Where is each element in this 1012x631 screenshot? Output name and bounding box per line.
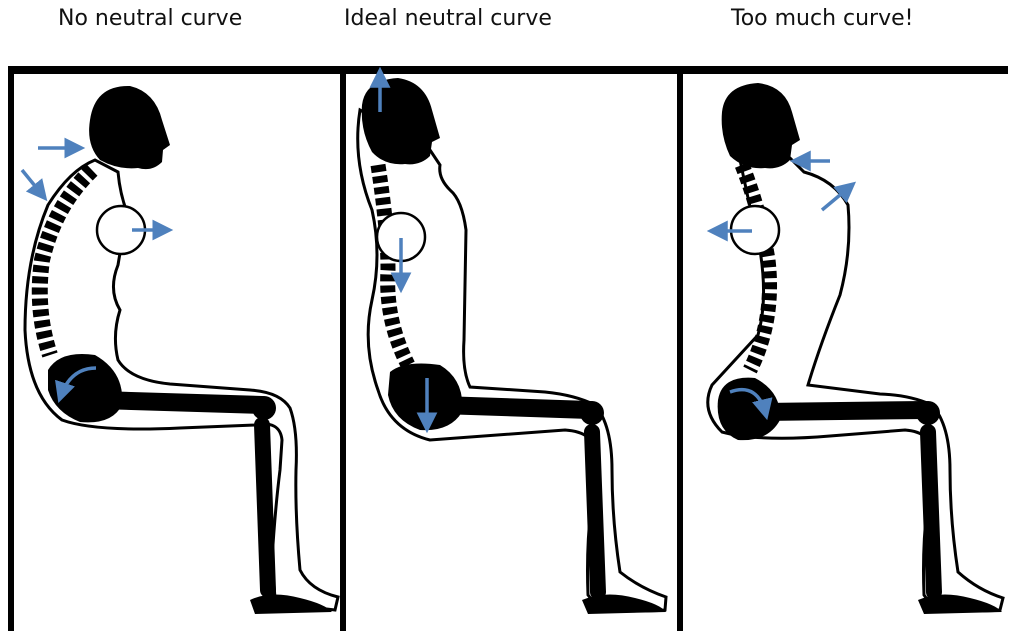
figure-overarched [708,83,1003,614]
head [722,83,800,168]
tibia [262,425,268,590]
head [89,86,170,169]
femur [440,405,590,410]
femur [760,410,925,412]
arrow-upper-back-down [22,170,44,197]
femur [100,400,262,405]
figure-slouched [22,86,338,614]
head [362,78,440,164]
tibia [592,432,598,592]
tibia [928,432,934,592]
figure-ideal [358,72,666,614]
